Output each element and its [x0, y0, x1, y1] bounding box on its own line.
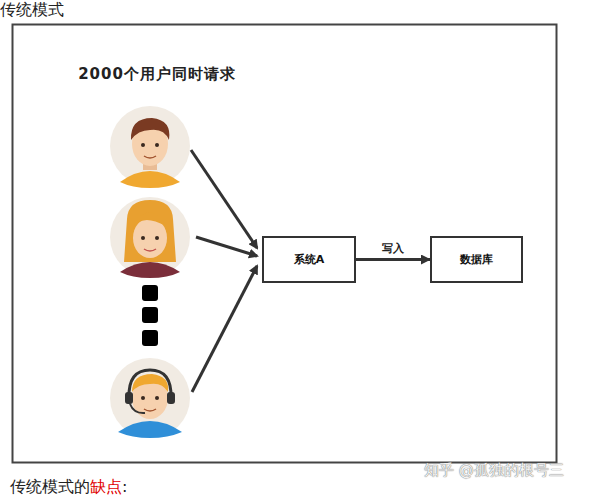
watermark: 知乎 @孤独的根号三 [424, 461, 564, 480]
caption-highlight: 缺点 [90, 477, 122, 498]
process-box: 数据库 [430, 236, 523, 283]
box-label: 系统A [286, 252, 333, 267]
user-avatar [110, 106, 190, 188]
page-title: 传统模式 [0, 0, 64, 21]
write-arrow [356, 258, 430, 261]
user-avatar [110, 197, 190, 278]
edge-label: 写入 [380, 241, 406, 256]
request-arrow [191, 150, 257, 392]
caption-text: 传统模式的 [10, 477, 90, 498]
user-avatar [110, 358, 190, 438]
frame [13, 25, 557, 463]
process-box: 系统A [262, 236, 356, 283]
group-label: 2000个用户同时请求 [68, 64, 246, 84]
ellipsis-dots [142, 285, 158, 346]
box-label: 数据库 [452, 252, 501, 267]
caption-text: : [122, 477, 127, 496]
